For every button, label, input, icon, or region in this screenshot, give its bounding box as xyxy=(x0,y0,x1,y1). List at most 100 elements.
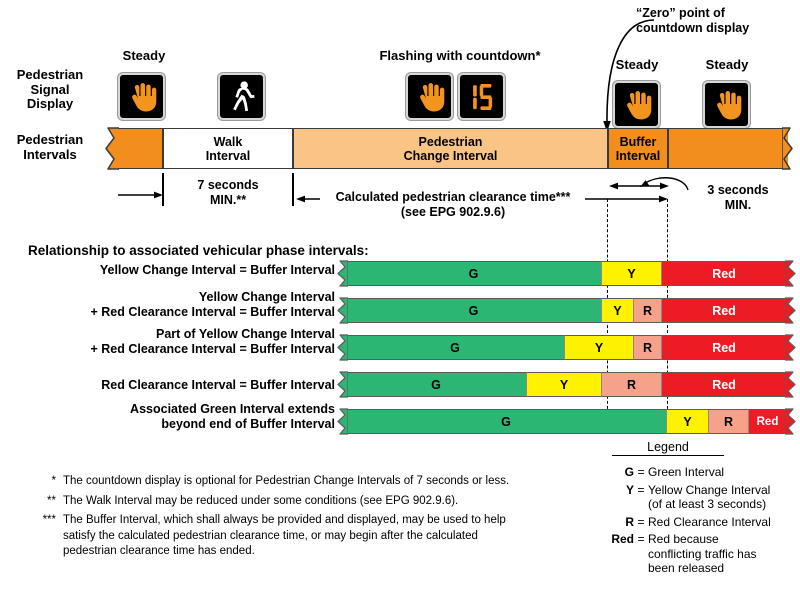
dim-arrow-leading xyxy=(118,191,163,199)
interval-trailing xyxy=(668,128,788,169)
label-line-2: Intervals xyxy=(23,146,77,162)
phase-label-line-1: Associated Green Interval extends xyxy=(130,402,335,416)
phase-segment-red: Red xyxy=(661,372,786,397)
phase-segment-red-clearance: R xyxy=(633,335,661,360)
signal-head-flashing-hand xyxy=(406,73,453,120)
interval-walk-line-1: Walk xyxy=(213,134,243,149)
dim-clearance-line-2: (see EPG 902.9.6) xyxy=(400,204,506,219)
dim-clearance-text: Calculated pedestrian clearance time*** … xyxy=(318,190,588,219)
phase-row-label-5: Associated Green Interval extends beyond… xyxy=(60,402,335,431)
legend-value-line-2: conflicting traffic has xyxy=(648,546,757,561)
footnote-3: *** The Buffer Interval, which shall alw… xyxy=(30,513,570,560)
phase-bar-2-torn-right xyxy=(785,297,796,324)
phase-label-line-2: beyond end of Buffer Interval xyxy=(161,416,335,431)
phase-segment-red: Red xyxy=(748,409,786,434)
footnote-1: * The countdown display is optional for … xyxy=(30,474,570,490)
phase-bar-4-torn-right xyxy=(785,371,796,398)
phase-bar-5-torn-left xyxy=(337,408,348,435)
dim-walk-text: 7 seconds MIN.** xyxy=(172,178,284,207)
legend-value-line-2: (of at least 3 seconds) xyxy=(648,497,767,511)
legend-equals: = xyxy=(637,482,645,497)
callout-line-1: “Zero” point of xyxy=(636,6,725,20)
legend-value-line-1: Yellow Change Interval xyxy=(648,482,771,497)
caption-steady-4: Steady xyxy=(705,57,749,72)
label-line-2: Signal xyxy=(30,81,70,97)
phase-label-line-1: Yellow Change Interval xyxy=(198,290,335,304)
legend: Legend G = Green Interval Y = Yellow Cha… xyxy=(600,440,800,579)
dim-tick-walk-start xyxy=(162,173,164,206)
phase-bar-5-torn-right xyxy=(785,408,796,435)
legend-key: Y xyxy=(625,482,634,497)
footnote-line: The countdown display is optional for Pe… xyxy=(63,475,510,487)
interval-pedestrian-change: Pedestrian Change Interval xyxy=(293,128,608,169)
zero-point-leader-arrow xyxy=(603,19,655,132)
legend-key: Red xyxy=(611,532,634,546)
phase-bar-1: G Y Red xyxy=(346,261,786,286)
phase-label-line-2: + Red Clearance Interval = Buffer Interv… xyxy=(90,304,335,319)
buffer-leader-arrow xyxy=(640,177,689,191)
phase-row-label-2: Yellow Change Interval + Red Clearance I… xyxy=(60,290,335,319)
legend-value-line-1: Red because xyxy=(648,532,719,546)
dim-tick-walk-end xyxy=(292,173,294,206)
dim-buffer-line-2: MIN. xyxy=(724,197,752,212)
dim-walk-line-2: MIN.** xyxy=(209,192,247,207)
dim-arrow-clearance-left xyxy=(296,195,320,203)
dim-buffer-text: 3 seconds MIN. xyxy=(688,183,788,212)
pedestrian-intervals-label: Pedestrian Intervals xyxy=(0,132,100,162)
signal-head-countdown-display xyxy=(458,73,505,120)
interval-buffer-line-1: Buffer xyxy=(619,134,657,149)
phase-bar-2-torn-left xyxy=(337,297,348,324)
phase-segment-yellow: Y xyxy=(564,335,633,360)
phase-segment-green: G xyxy=(346,261,601,286)
legend-entry-r: R = Red Clearance Interval xyxy=(600,515,800,530)
footnote-marker: * xyxy=(51,475,56,487)
legend-key: R xyxy=(625,514,634,529)
legend-entry-g: G = Green Interval xyxy=(600,465,800,480)
phase-row-label-4: Red Clearance Interval = Buffer Interval xyxy=(60,378,335,393)
legend-entry-red: Red = Red because conflicting traffic ha… xyxy=(600,532,800,576)
footnote-marker: *** xyxy=(42,514,56,526)
label-line-3: Display xyxy=(26,96,74,111)
legend-value-line-3: been released xyxy=(648,561,725,575)
legend-equals: = xyxy=(637,465,645,479)
phase-bar-1-torn-left xyxy=(337,260,348,287)
legend-value: Green Interval xyxy=(648,465,725,479)
callout-line-2: countdown display xyxy=(636,21,750,35)
label-line-1: Pedestrian xyxy=(16,132,84,147)
phase-segment-red: Red xyxy=(661,261,786,286)
interval-band-torn-left-edge xyxy=(105,127,119,170)
pedestrian-signal-display-label: Pedestrian Signal Display xyxy=(0,67,100,112)
phase-label-line-1: Yellow Change Interval = Buffer Interval xyxy=(99,263,335,277)
footnote-line: pedestrian clearance time has ended. xyxy=(63,545,255,557)
signal-head-steady-hand-3 xyxy=(613,81,660,128)
footnotes: * The countdown display is optional for … xyxy=(30,474,570,564)
signal-head-steady-hand-4 xyxy=(703,81,750,128)
dim-clearance-line-1: Calculated pedestrian clearance time*** xyxy=(335,190,571,204)
legend-value: Red Clearance Interval xyxy=(648,514,771,529)
phase-bar-3-torn-right xyxy=(785,334,796,361)
phase-segment-green: G xyxy=(346,298,601,323)
caption-flashing-with-countdown: Flashing with countdown* xyxy=(379,48,541,63)
phase-segment-green: G xyxy=(346,409,666,434)
phase-segment-red: Red xyxy=(661,298,786,323)
footnote-2: ** The Walk Interval may be reduced unde… xyxy=(30,494,570,510)
interval-buffer-line-2: Interval xyxy=(615,148,661,163)
interval-leading xyxy=(118,128,163,169)
interval-change-line-2: Change Interval xyxy=(403,148,498,163)
interval-buffer: Buffer Interval xyxy=(608,128,668,169)
hand-icon xyxy=(717,91,742,120)
dim-arrow-clearance-right xyxy=(585,195,668,203)
signal-head-walk-person xyxy=(218,73,265,120)
phase-segment-yellow: Y xyxy=(601,298,633,323)
legend-title: Legend xyxy=(612,440,724,456)
zero-point-callout: “Zero” point of countdown display xyxy=(636,6,800,36)
interval-walk: Walk Interval xyxy=(163,128,293,169)
phase-segment-yellow: Y xyxy=(666,409,708,434)
phase-segment-red-clearance: R xyxy=(633,298,661,323)
hand-icon xyxy=(420,83,445,112)
walking-person-icon xyxy=(233,81,255,112)
interval-divider-3 xyxy=(607,128,609,169)
phase-bar-4: G Y R Red xyxy=(346,372,786,397)
interval-divider-4 xyxy=(667,128,669,169)
phase-bar-1-torn-right xyxy=(785,260,796,287)
